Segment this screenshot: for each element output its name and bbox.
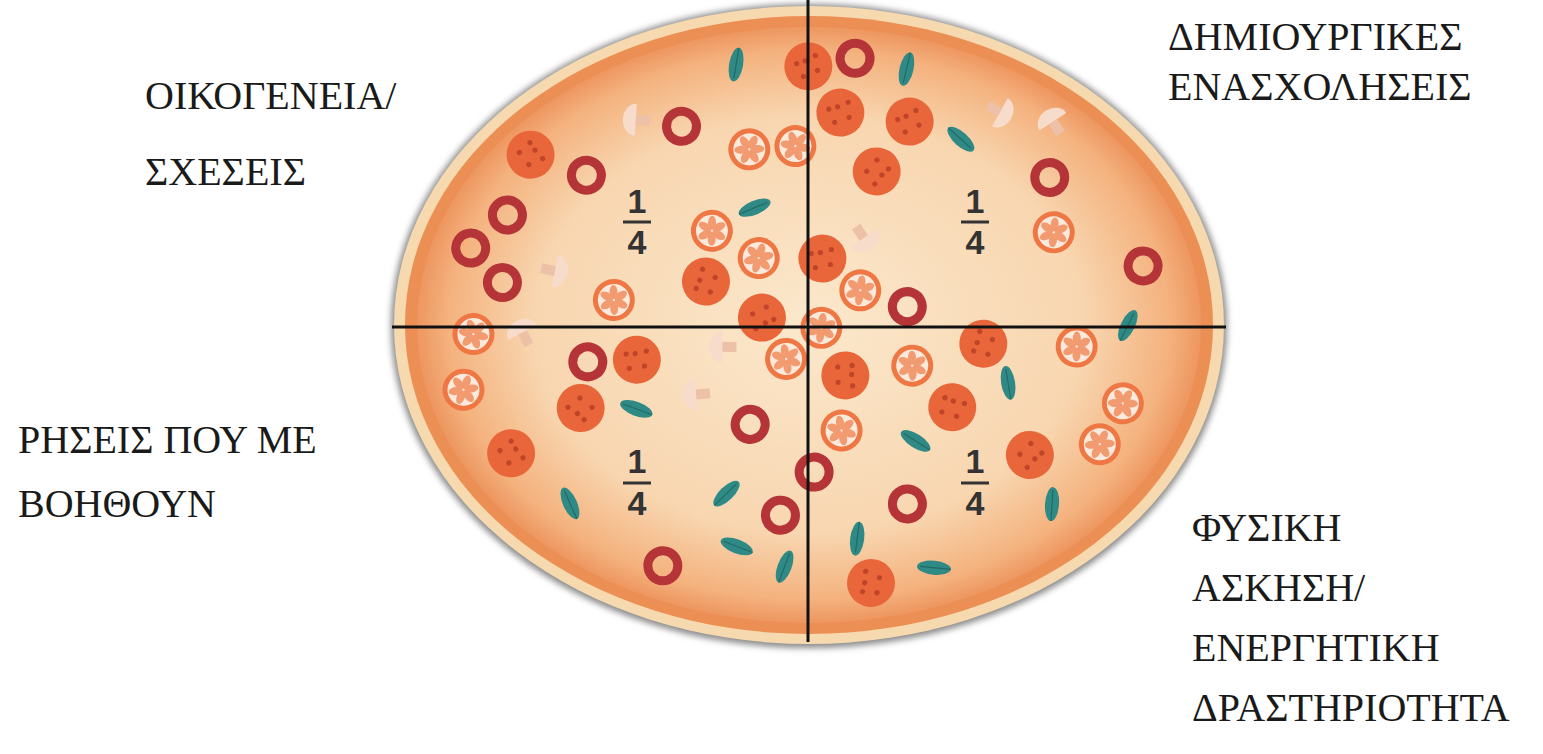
topping <box>1032 102 1074 142</box>
topping <box>498 122 563 187</box>
topping <box>1055 325 1098 368</box>
cut-lines <box>392 0 1226 642</box>
topping <box>772 548 797 585</box>
topping <box>840 552 902 614</box>
topping <box>622 103 651 137</box>
fraction-bar <box>961 221 989 224</box>
topping <box>718 534 755 559</box>
topping <box>1114 307 1142 344</box>
fraction-denominator: 4 <box>628 486 647 520</box>
quadrant-label: ΟΙΚΟΓΕΝΕΙΑ/ ΣΧΕΣΕΙΣ <box>145 58 396 210</box>
topping <box>1026 205 1082 261</box>
topping <box>569 343 607 381</box>
topping <box>733 407 767 441</box>
fraction-bar <box>623 482 651 485</box>
fraction-denominator: 4 <box>628 225 647 259</box>
topping <box>944 123 979 156</box>
topping <box>764 498 797 531</box>
topping <box>897 426 933 456</box>
topping <box>798 234 846 282</box>
topping <box>568 156 606 194</box>
topping <box>837 267 885 315</box>
topping <box>663 108 701 146</box>
topping <box>733 233 784 284</box>
topping <box>843 218 885 258</box>
topping <box>683 202 741 260</box>
topping <box>444 304 503 363</box>
quadrant-label: ΡΗΣΕΙΣ ΠΟΥ ΜΕ ΒΟΗΘΟΥΝ <box>18 408 348 536</box>
topping <box>502 314 543 353</box>
topping <box>709 331 736 363</box>
topping <box>997 422 1063 488</box>
fraction-numerator: 1 <box>966 444 985 478</box>
topping <box>618 396 655 421</box>
topping <box>736 195 773 221</box>
fraction-numerator: 1 <box>628 444 647 478</box>
topping <box>980 91 1019 132</box>
topping <box>486 194 528 236</box>
topping <box>450 227 492 269</box>
cut-line <box>807 0 810 642</box>
quadrant-label: ΔΗΜΙΟΥΡΓΙΚΕΣ ΕΝΑΣΧΟΛΗΣΕΙΣ <box>1168 12 1472 112</box>
topping <box>891 488 923 520</box>
topping <box>557 485 584 522</box>
topping <box>813 86 867 140</box>
cut-line <box>392 326 1226 329</box>
topping <box>836 39 874 77</box>
topping <box>720 120 778 178</box>
topping <box>896 51 917 87</box>
fraction-numerator: 1 <box>966 184 985 218</box>
topping <box>1125 248 1162 285</box>
topping <box>709 477 743 511</box>
topping <box>673 249 738 314</box>
fraction-bar <box>623 221 651 224</box>
topping <box>1094 375 1151 432</box>
fraction-bars <box>623 222 989 483</box>
topping <box>848 521 866 557</box>
topping <box>888 287 927 326</box>
topping <box>998 365 1017 401</box>
topping <box>1029 156 1071 198</box>
topping <box>439 366 487 414</box>
fraction-bar <box>961 482 989 485</box>
topping <box>648 551 678 581</box>
topping <box>793 451 835 493</box>
topping <box>920 375 985 440</box>
fraction-denominator: 4 <box>966 225 985 259</box>
topping <box>812 401 871 460</box>
topping <box>818 348 874 404</box>
topping <box>843 138 910 205</box>
topping <box>682 377 712 411</box>
topping <box>732 288 791 347</box>
topping <box>592 278 636 322</box>
topping <box>538 252 571 289</box>
topping <box>547 374 615 442</box>
topping <box>883 337 941 395</box>
topping <box>1077 422 1122 467</box>
topping <box>769 119 822 172</box>
topping <box>880 92 939 151</box>
fraction-denominator: 4 <box>966 486 985 520</box>
fraction-numerator: 1 <box>628 184 647 218</box>
topping <box>1044 487 1060 522</box>
topping <box>726 47 745 83</box>
topping <box>916 559 951 576</box>
topping <box>479 422 542 485</box>
topping <box>612 334 663 385</box>
quadrant-label: ΦΥΣΙΚΗ ΑΣΚΗΣΗ/ ΕΝΕΡΓΗΤΙΚΗ ΔΡΑΣΤΗΡΙΟΤΗΤΑ <box>1192 498 1510 738</box>
topping <box>483 263 522 302</box>
